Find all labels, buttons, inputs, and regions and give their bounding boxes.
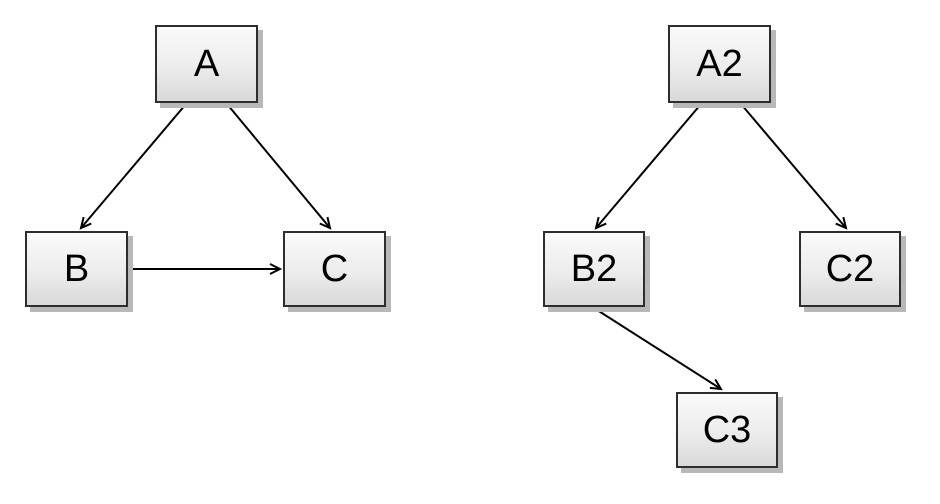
edge-A-C[interactable] [226, 103, 332, 230]
node-C2[interactable]: C2 [799, 231, 901, 307]
node-B[interactable]: B [25, 231, 128, 307]
edge-A2-B2[interactable] [594, 103, 702, 230]
node-label: C3 [702, 409, 752, 451]
node-label: C [320, 248, 349, 290]
node-label: B2 [570, 248, 618, 290]
edge-A-B[interactable] [79, 103, 187, 230]
node-C3[interactable]: C3 [676, 392, 778, 468]
node-label: A [193, 43, 220, 85]
node-label: A2 [696, 43, 743, 85]
edge-B2-C3[interactable] [593, 307, 723, 391]
node-label: C2 [825, 248, 875, 290]
edge-A2-C2[interactable] [740, 103, 848, 230]
node-B2[interactable]: B2 [543, 231, 645, 307]
node-A[interactable]: A [155, 25, 258, 103]
node-A2[interactable]: A2 [668, 25, 771, 103]
node-C[interactable]: C [283, 231, 386, 307]
node-label: B [63, 248, 90, 290]
